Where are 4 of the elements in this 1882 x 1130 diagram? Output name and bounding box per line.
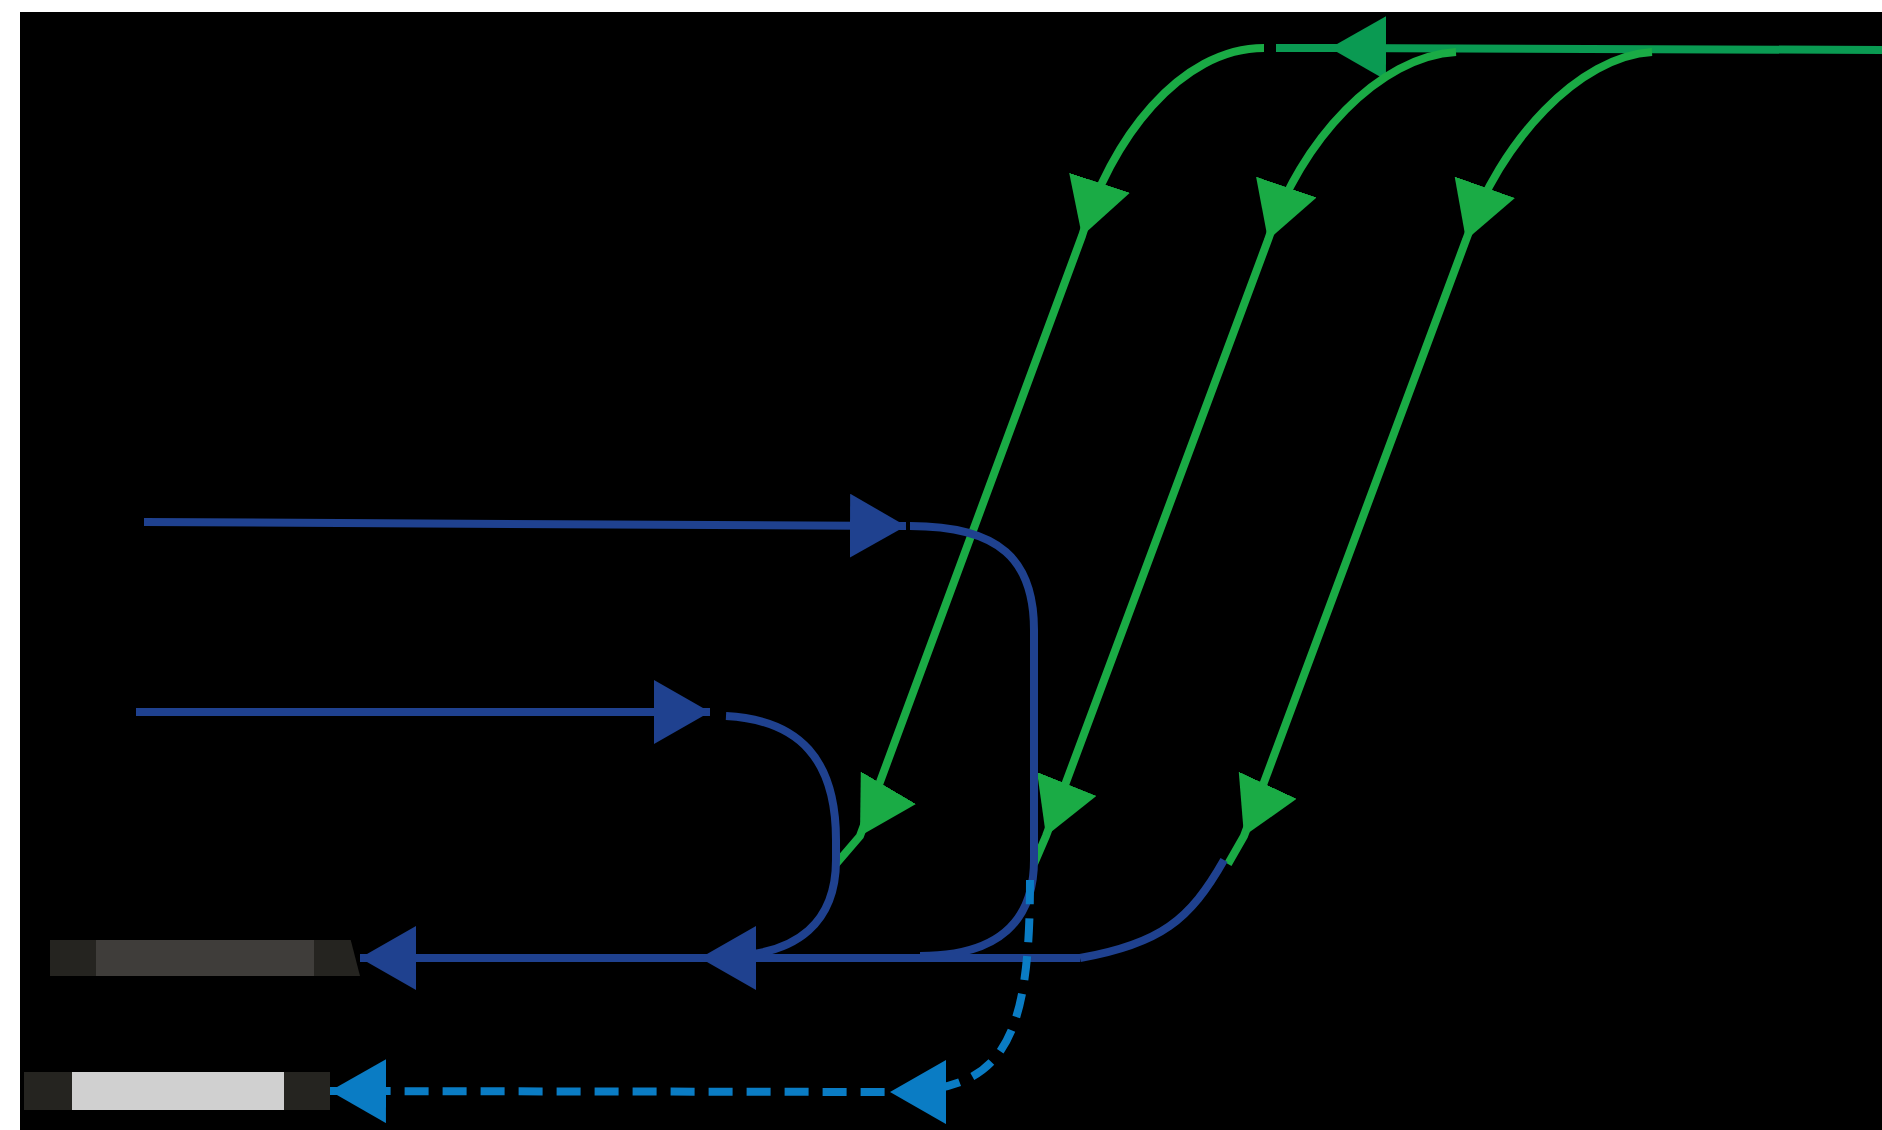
arrow [330,876,1034,1124]
arrow [360,926,1084,990]
bar-block [24,1072,330,1110]
bar-block [50,940,360,976]
